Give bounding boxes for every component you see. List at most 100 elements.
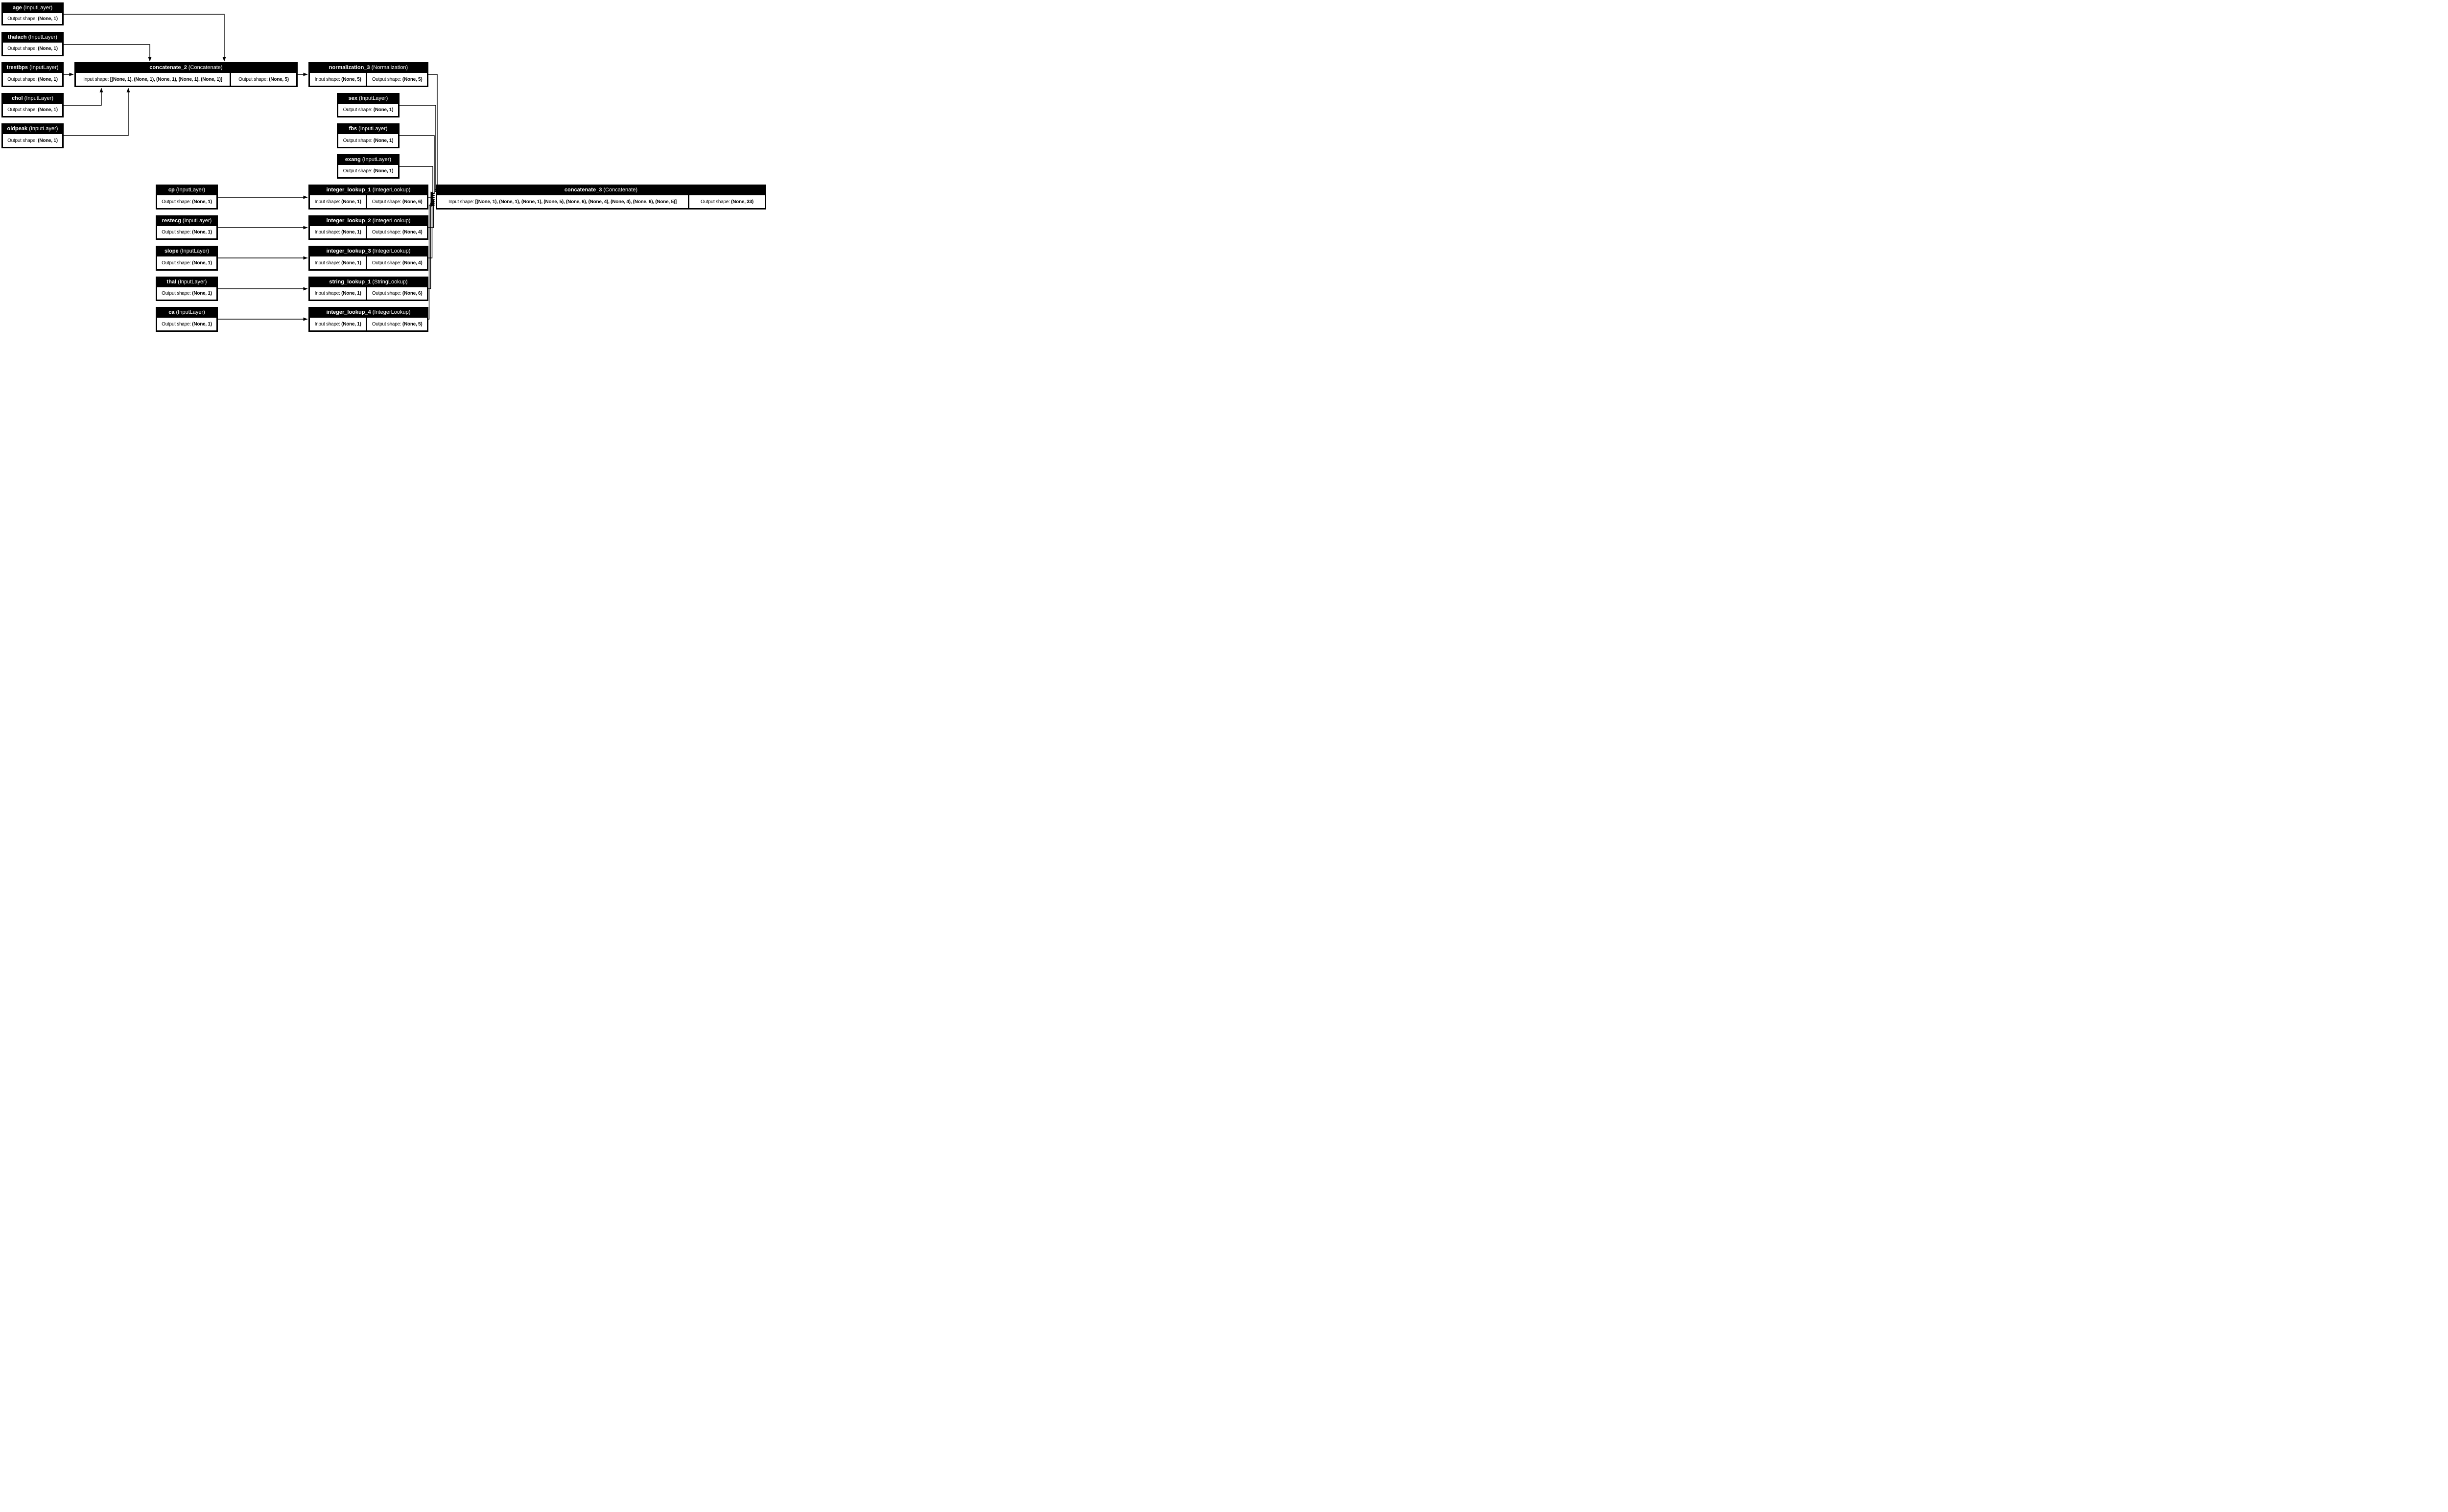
shape-value: (None, 4) (402, 260, 423, 266)
layer-type: (InputLayer) (360, 157, 392, 163)
output-shape-cell: Output shape: (None, 1) (157, 256, 216, 269)
output-shape-cell: Output shape: (None, 1) (3, 13, 62, 24)
shape-value: (None, 5) (402, 321, 423, 327)
output-shape-cell: Output shape: (None, 5) (231, 73, 296, 86)
shape-cells: Output shape: (None, 1) (156, 256, 218, 271)
shape-cells: Input shape: (None, 1)Output shape: (Non… (308, 256, 428, 271)
layer-name: concatenate_2 (149, 65, 187, 70)
node-concatenate_2: concatenate_2 (Concatenate) Input shape: … (74, 62, 298, 87)
shape-cells: Output shape: (None, 1) (1, 73, 64, 87)
shape-value: (None, 5) (341, 76, 361, 82)
layer-type: (InputLayer) (181, 218, 212, 224)
layer-title: thalach (InputLayer) (1, 32, 64, 43)
shape-value: (None, 1) (192, 260, 212, 266)
shape-label: Output shape: (372, 199, 402, 205)
shape-cells: Input shape: (None, 1)Output shape: (Non… (308, 287, 428, 301)
node-trestbps: trestbps (InputLayer)Output shape: (None… (1, 62, 64, 87)
shape-value: [(None, 1), (None, 1), (None, 1), (None,… (475, 199, 677, 205)
edge-string_lookup_1-to-concatenate_3 (428, 201, 435, 289)
shape-label: Output shape: (162, 199, 192, 205)
node-oldpeak: oldpeak (InputLayer) Output shape: (None,… (1, 123, 64, 148)
output-shape-cell: Output shape: (None, 1) (3, 134, 62, 147)
layer-name: ca (168, 309, 175, 315)
edge-chol-to-concatenate_2 (64, 88, 103, 106)
edge-thalach-to-concatenate_2 (64, 44, 152, 62)
node-exang: exang (InputLayer) Output shape: (None, 1… (337, 154, 400, 179)
layer-title: integer_lookup_2 (IntegerLookup) (308, 215, 428, 226)
layer-name: oldpeak (7, 126, 28, 132)
layer-title: restecg (InputLayer) (156, 215, 218, 226)
edge-integer_lookup_2-to-concatenate_3 (428, 197, 435, 228)
shape-value: (None, 6) (402, 199, 423, 205)
output-shape-cell: Output shape: (None, 4) (367, 226, 427, 238)
input-shape-cell: Input shape: (None, 1) (310, 287, 366, 300)
shape-value: [(None, 1), (None, 1), (None, 1), (None,… (110, 76, 222, 82)
shape-label: Output shape: (7, 76, 38, 82)
model-architecture-diagram: age (InputLayer)Output shape: (None, 1)t… (0, 0, 767, 333)
shape-label: Output shape: (372, 230, 402, 235)
layer-title: sex (InputLayer) (337, 93, 400, 104)
layer-type: (InputLayer) (26, 34, 57, 40)
output-shape-cell: Output shape: (None, 1) (338, 165, 398, 177)
edge-oldpeak-to-concatenate_2 (64, 88, 130, 136)
shape-cells: Input shape: [(None, 1), (None, 1), (Non… (74, 73, 298, 87)
shape-value: (None, 1) (38, 76, 58, 82)
node-normalization_3: normalization_3 (Normalization)Input sha… (308, 62, 428, 87)
node-integer_lookup_2: integer_lookup_2 (IntegerLookup)Input sh… (308, 215, 428, 240)
shape-cells: Input shape: [(None, 1), (None, 1), (Non… (436, 195, 766, 209)
output-shape-cell: Output shape: (None, 4) (367, 256, 427, 269)
shape-cells: Output shape: (None, 1) (337, 104, 400, 117)
layer-type: (IntegerLookup) (371, 309, 411, 315)
layer-type: (Concatenate) (602, 187, 638, 193)
layer-type: (InputLayer) (174, 309, 205, 315)
layer-title: chol (InputLayer) (1, 93, 64, 104)
shape-value: (None, 1) (38, 138, 58, 143)
shape-label: Output shape: (372, 260, 402, 266)
layer-type: (Concatenate) (187, 65, 223, 70)
node-slope: slope (InputLayer)Output shape: (None, 1… (156, 246, 218, 271)
shape-label: Output shape: (343, 168, 374, 174)
layer-title: integer_lookup_4 (IntegerLookup) (308, 307, 428, 318)
output-shape-cell: Output shape: (None, 1) (3, 104, 62, 116)
shape-label: Output shape: (162, 321, 192, 327)
shape-value: (None, 1) (38, 46, 58, 51)
shape-label: Output shape: (7, 46, 38, 51)
layer-name: concatenate_3 (564, 187, 602, 193)
node-thalach: thalach (InputLayer) Output shape: (None,… (1, 32, 64, 56)
input-shape-cell: Input shape: (None, 1) (310, 195, 366, 208)
shape-cells: Input shape: (None, 1) Output shape: (Non… (308, 195, 428, 209)
layer-name: exang (345, 157, 361, 163)
shape-value: (None, 1) (192, 230, 212, 235)
output-shape-cell: Output shape: (None, 1) (157, 287, 216, 300)
layer-title: fbs (InputLayer) (337, 123, 400, 134)
node-integer_lookup_1: integer_lookup_1 (IntegerLookup)Input sh… (308, 185, 428, 209)
layer-title: thal (InputLayer) (156, 277, 218, 287)
input-shape-cell: Input shape: (None, 1) (310, 256, 366, 269)
layer-title: cp (InputLayer) (156, 185, 218, 195)
shape-label: Output shape: (162, 260, 192, 266)
node-string_lookup_1: string_lookup_1 (StringLookup)Input shap… (308, 277, 428, 301)
shape-label: Output shape: (7, 138, 38, 143)
output-shape-cell: Output shape: (None, 1) (338, 104, 398, 116)
shape-label: Output shape: (7, 107, 38, 113)
shape-value: (None, 1) (341, 291, 361, 296)
shape-label: Output shape: (372, 76, 402, 82)
node-sex: sex (InputLayer)Output shape: (None, 1) (337, 93, 400, 117)
shape-value: (None, 4) (402, 230, 423, 235)
layer-type: (InputLayer) (27, 126, 58, 132)
layer-name: normalization_3 (329, 65, 370, 70)
layer-name: integer_lookup_1 (326, 187, 371, 193)
layer-type: (InputLayer) (23, 95, 53, 101)
layer-name: restecg (162, 218, 181, 224)
shape-label: Input shape: (314, 230, 342, 235)
layer-type: (IntegerLookup) (371, 248, 411, 254)
input-shape-cell: Input shape: (None, 1) (310, 226, 366, 238)
node-concatenate_3: concatenate_3 (Concatenate) Input shape: … (436, 185, 766, 209)
output-shape-cell: Output shape: (None, 1) (157, 318, 216, 330)
node-fbs: fbs (InputLayer)Output shape: (None, 1) (337, 123, 400, 148)
shape-cells: Input shape: (None, 5)Output shape: (Non… (308, 73, 428, 87)
layer-type: (InputLayer) (174, 187, 206, 193)
shape-cells: Input shape: (None, 1)Output shape: (Non… (308, 318, 428, 332)
layer-name: integer_lookup_2 (326, 218, 371, 224)
shape-value: (None, 1) (373, 107, 394, 113)
